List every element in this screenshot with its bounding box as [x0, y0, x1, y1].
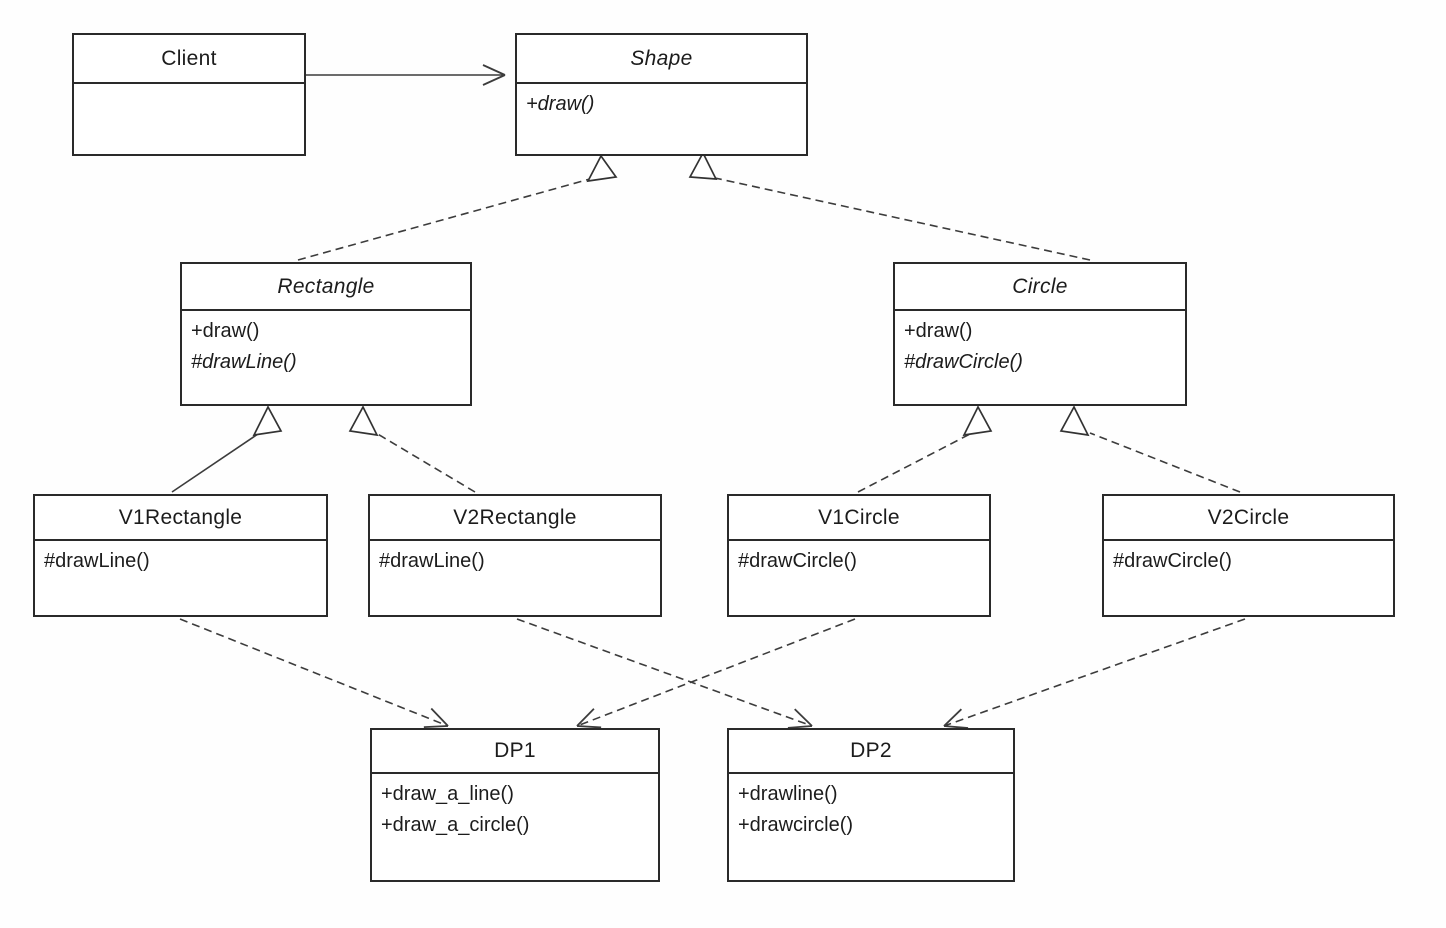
class-methods: +draw() #drawLine() [182, 311, 470, 378]
class-methods: #drawLine() [35, 541, 326, 577]
method: +draw_a_circle() [381, 814, 530, 836]
class-methods: +draw() #drawCircle() [895, 311, 1185, 378]
generalization-v2rectangle-to-rectangle [375, 432, 476, 493]
method: +draw_a_line() [381, 783, 514, 805]
class-box-v2circle: V2Circle #drawCircle() [1102, 494, 1395, 617]
class-methods [74, 84, 304, 89]
class-box-v1circle: V1Circle #drawCircle() [727, 494, 991, 617]
method: +drawcircle() [738, 814, 854, 836]
class-box-v1rectangle: V1Rectangle #drawLine() [33, 494, 328, 617]
class-methods: +draw() [517, 84, 806, 120]
class-box-dp1: DP1 +draw_a_line() +draw_a_circle() [370, 728, 660, 882]
method: #drawCircle() [1113, 550, 1232, 572]
triangle-arrowhead-circle-right [1059, 405, 1090, 437]
method: #drawCircle() [904, 351, 1023, 373]
method: +draw() [191, 320, 260, 342]
dependency-v1circle-to-dp1 [576, 618, 856, 729]
generalization-v1circle-to-circle [857, 433, 971, 493]
class-name: V2Circle [1104, 496, 1393, 541]
class-box-rectangle: Rectangle +draw() #drawLine() [180, 262, 472, 406]
class-name: V1Rectangle [35, 496, 326, 541]
method: +drawline() [738, 783, 838, 805]
method: #drawCircle() [738, 550, 857, 572]
class-name: Shape [517, 35, 806, 84]
class-methods: #drawCircle() [1104, 541, 1393, 577]
method: #drawLine() [379, 550, 485, 572]
generalization-v2circle-to-circle [1089, 432, 1241, 493]
class-box-dp2: DP2 +drawline() +drawcircle() [727, 728, 1015, 882]
class-box-client: Client [72, 33, 306, 156]
class-methods: #drawLine() [370, 541, 660, 577]
dependency-v2circle-to-dp2 [943, 618, 1246, 729]
triangle-arrowhead-rectangle-left [252, 405, 283, 437]
class-box-shape: Shape +draw() [515, 33, 808, 156]
dependency-v2rectangle-to-dp2 [516, 618, 813, 729]
generalization-rectangle-to-shape [297, 178, 591, 261]
class-box-v2rectangle: V2Rectangle #drawLine() [368, 494, 662, 617]
triangle-arrowhead-shape-right [688, 151, 718, 180]
class-name: Rectangle [182, 264, 470, 311]
generalization-v1rectangle-to-rectangle [171, 433, 259, 493]
method: +draw() [904, 320, 973, 342]
class-methods: #drawCircle() [729, 541, 989, 577]
generalization-circle-to-shape [714, 177, 1091, 261]
class-methods: +drawline() +drawcircle() [729, 774, 1013, 841]
method: +draw() [526, 93, 595, 115]
class-box-circle: Circle +draw() #drawCircle() [893, 262, 1187, 406]
triangle-arrowhead-circle-left [962, 405, 993, 437]
method: #drawLine() [44, 550, 150, 572]
class-name: Circle [895, 264, 1185, 311]
class-name: V2Rectangle [370, 496, 660, 541]
dependency-v1rectangle-to-dp1 [179, 618, 449, 729]
class-name: DP1 [372, 730, 658, 774]
triangle-arrowhead-shape-left [586, 154, 618, 183]
method: #drawLine() [191, 351, 297, 373]
class-name: Client [74, 35, 304, 84]
class-methods: +draw_a_line() +draw_a_circle() [372, 774, 658, 841]
class-name: DP2 [729, 730, 1013, 774]
triangle-arrowhead-rectangle-right [348, 405, 379, 437]
class-name: V1Circle [729, 496, 989, 541]
